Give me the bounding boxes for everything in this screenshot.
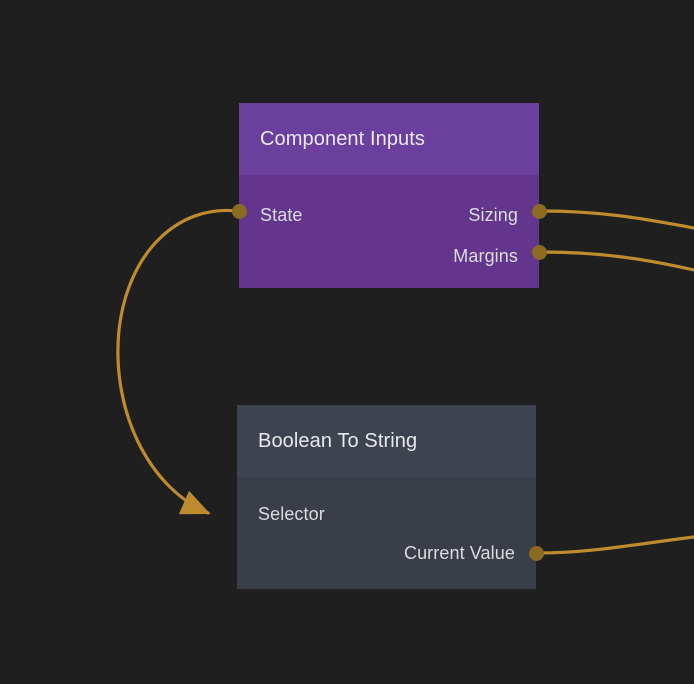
- edge-state-to-selector[interactable]: [116, 208, 238, 515]
- port-label-sizing: Sizing: [468, 205, 518, 225]
- port-row-sizing[interactable]: Sizing: [468, 203, 539, 227]
- node-body: Selector Current Value: [237, 477, 536, 589]
- node-component-inputs[interactable]: Component Inputs State Sizing Margins: [231, 103, 547, 288]
- node-body: State Sizing Margins: [239, 175, 539, 288]
- port-label-state: State: [260, 205, 303, 225]
- port-row-selector[interactable]: Selector: [237, 502, 325, 526]
- port-row-state[interactable]: State: [239, 203, 303, 227]
- node-header[interactable]: Boolean To String: [237, 405, 536, 477]
- edge-current-value-out[interactable]: [536, 535, 694, 555]
- port-label-margins: Margins: [453, 246, 518, 266]
- port-dot-current-value[interactable]: [528, 545, 544, 561]
- edge-sizing-out[interactable]: [539, 209, 694, 230]
- port-dot-state[interactable]: [231, 203, 247, 219]
- node-header[interactable]: Component Inputs: [239, 103, 539, 175]
- port-dot-sizing[interactable]: [531, 203, 547, 219]
- port-label-current-value: Current Value: [403, 543, 515, 563]
- port-dot-margins[interactable]: [531, 244, 547, 260]
- node-title: Boolean To String: [258, 430, 418, 452]
- port-label-selector: Selector: [258, 504, 325, 524]
- edge-margins-out[interactable]: [539, 250, 694, 272]
- node-title: Component Inputs: [260, 128, 426, 150]
- node-boolean-to-string[interactable]: Boolean To String Selector Current Value: [237, 405, 544, 589]
- port-row-margins[interactable]: Margins: [453, 244, 539, 268]
- port-row-current-value[interactable]: Current Value: [404, 541, 536, 565]
